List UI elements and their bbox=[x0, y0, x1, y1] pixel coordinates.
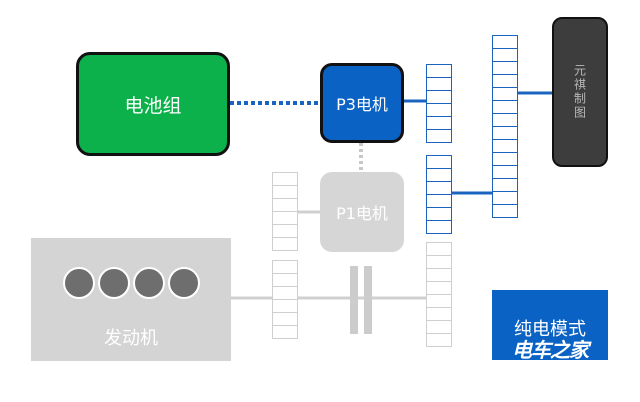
controller-block: 元祺制图 bbox=[552, 17, 608, 167]
p1-motor-block: P1电机 bbox=[320, 172, 404, 252]
gear-stack-upper bbox=[426, 64, 452, 143]
controller-label: 元祺制图 bbox=[572, 64, 587, 120]
p3-motor-label: P3电机 bbox=[336, 95, 388, 114]
cylinder-icon bbox=[168, 267, 200, 299]
mode-label: 纯电模式 bbox=[514, 319, 586, 340]
cylinder-icon bbox=[133, 267, 165, 299]
gear-stack-lower bbox=[426, 155, 452, 234]
engine-label: 发动机 bbox=[104, 328, 158, 349]
clutch-plate-right bbox=[364, 266, 372, 334]
p1-motor-label: P1电机 bbox=[336, 204, 388, 223]
gear-stack-engine bbox=[272, 260, 298, 339]
clutch-plate-left bbox=[350, 266, 358, 334]
watermark-logo: 电车之家 bbox=[512, 338, 589, 360]
cylinder-icon bbox=[63, 267, 95, 299]
gear-stack-clutch-out bbox=[426, 242, 452, 347]
battery-pack-block: 电池组 bbox=[76, 52, 230, 156]
gear-stack-p1 bbox=[272, 172, 298, 251]
gear-stack-output bbox=[492, 35, 518, 218]
p3-motor-block: P3电机 bbox=[320, 63, 404, 143]
engine-block: 发动机 bbox=[31, 238, 231, 361]
cylinder-icon bbox=[98, 267, 130, 299]
battery-pack-label: 电池组 bbox=[124, 94, 182, 117]
mode-badge: 纯电模式 电车之家 bbox=[492, 290, 608, 360]
